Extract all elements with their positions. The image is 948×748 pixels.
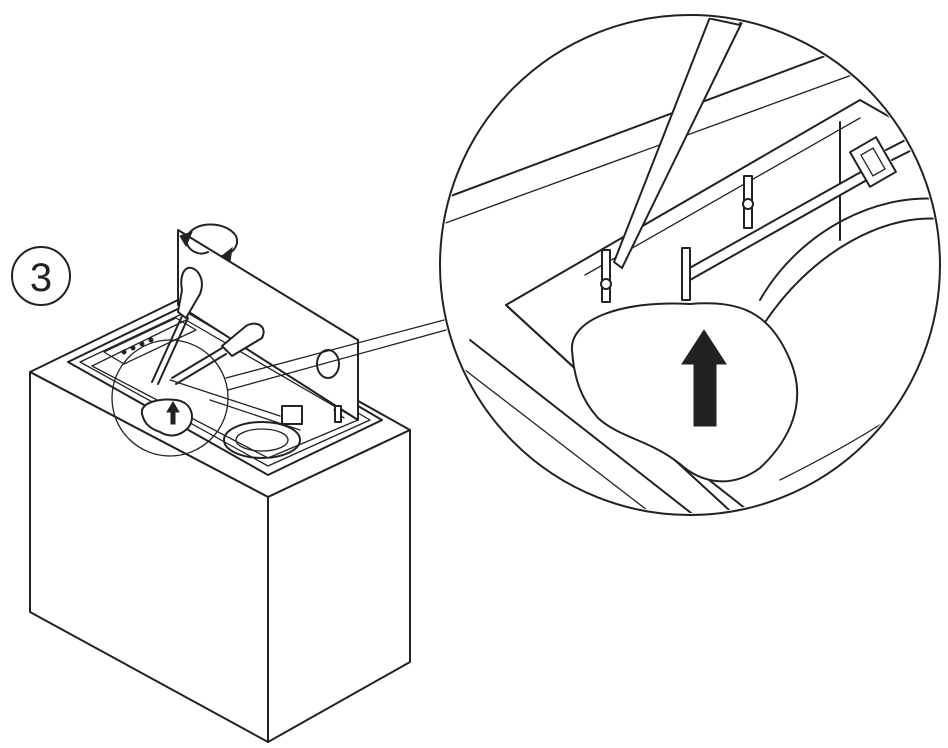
detail-callout-small (111, 339, 229, 457)
step-number: 3 (30, 256, 52, 300)
step-badge: 3 (11, 246, 71, 306)
lid-panel (177, 229, 359, 421)
cabinet-unit (29, 223, 411, 743)
hand-detail (570, 302, 799, 483)
tray-rim-outer (67, 304, 383, 476)
drum-inner (235, 428, 289, 452)
control-button (139, 341, 145, 347)
control-panel (103, 317, 197, 365)
motor-block (281, 405, 303, 425)
control-button (148, 337, 154, 343)
rail (209, 399, 301, 431)
retaining-bar (685, 117, 938, 281)
rail (169, 379, 281, 417)
callout-circle (439, 14, 941, 516)
drum-arc (759, 217, 938, 331)
hand-small (140, 398, 193, 437)
up-arrow-icon (681, 329, 727, 427)
lid-hole (316, 349, 340, 379)
lid-clip (334, 405, 342, 423)
callout-leader (225, 319, 445, 379)
clip-post (681, 247, 691, 301)
up-arrow-icon (166, 401, 180, 425)
tray-rim-inner (79, 311, 371, 467)
control-button (121, 349, 127, 355)
rotate-arrows-icon (179, 223, 238, 263)
tray-edge (469, 339, 701, 513)
control-button (130, 345, 136, 351)
clip-post (742, 175, 754, 229)
callout-leader (227, 329, 447, 391)
detail-callout (439, 14, 941, 516)
cabinet-right-face (267, 429, 411, 743)
drum (223, 421, 301, 459)
pry-tool (171, 322, 265, 385)
clip-post (600, 249, 612, 303)
tray-edge (451, 359, 661, 513)
drum-arc (759, 197, 938, 301)
pry-tool (151, 266, 203, 385)
